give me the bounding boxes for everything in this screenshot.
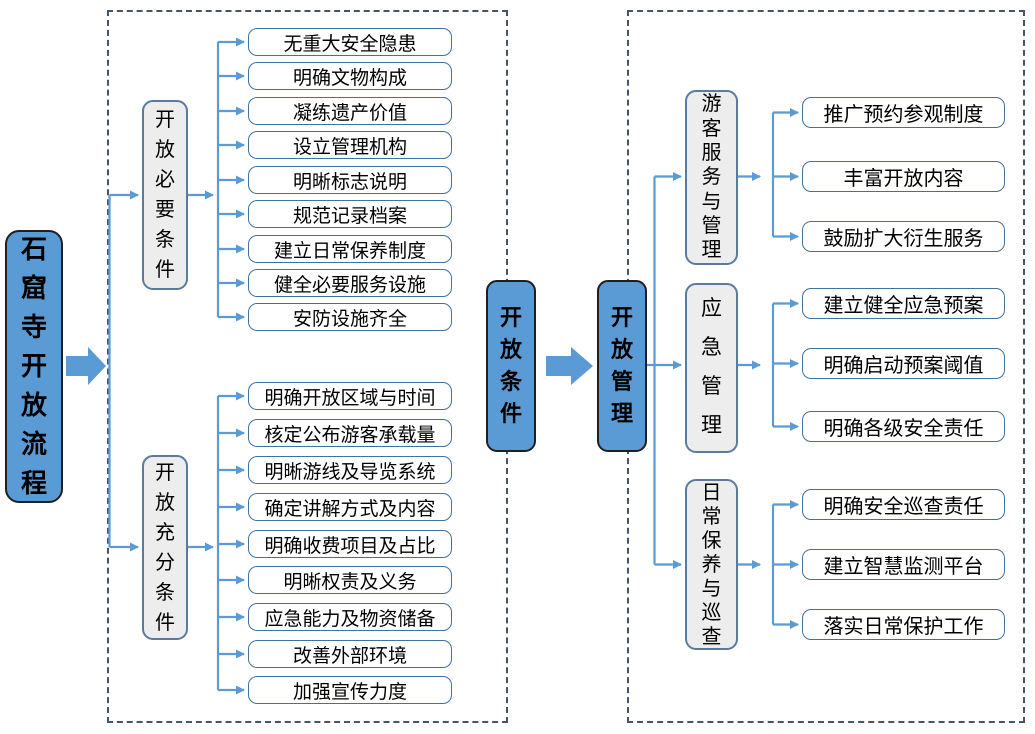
flow-arrow — [66, 347, 106, 385]
flow-item: 健全必要服务设施 — [248, 269, 452, 297]
flow-item: 建立日常保养制度 — [248, 235, 452, 263]
flow-item: 明确启动预案阈值 — [802, 348, 1005, 379]
category-necessary-conditions: 开放必要条件 — [142, 100, 188, 290]
category-label: 日常保养与巡查 — [701, 481, 722, 648]
flow-arrow — [546, 347, 593, 385]
flow-item: 建立健全应急预案 — [802, 288, 1005, 319]
flow-item: 明确文物构成 — [248, 62, 452, 90]
category-label: 游客服务与管理 — [701, 93, 722, 262]
flow-item: 明晰标志说明 — [248, 166, 452, 194]
flow-item: 设立管理机构 — [248, 131, 452, 159]
flow-item: 应急能力及物资储备 — [248, 603, 452, 631]
open-conditions-label: 开放条件 — [499, 305, 522, 426]
category-daily-maintenance: 日常保养与巡查 — [685, 479, 738, 650]
flow-item: 建立智慧监测平台 — [802, 549, 1005, 580]
flow-item: 规范记录档案 — [248, 200, 452, 228]
flow-item: 丰富开放内容 — [802, 161, 1005, 192]
flow-item: 核定公布游客承载量 — [248, 419, 452, 447]
flow-item: 明确安全巡查责任 — [802, 489, 1005, 520]
flow-item: 无重大安全隐患 — [248, 28, 452, 56]
flow-item: 确定讲解方式及内容 — [248, 493, 452, 521]
flow-item: 推广预约参观制度 — [802, 97, 1005, 128]
open-management-node: 开放管理 — [597, 280, 647, 452]
category-visitor-service: 游客服务与管理 — [685, 90, 738, 265]
flow-item: 明确各级安全责任 — [802, 411, 1005, 442]
root-node-label: 石窟寺开放流程 — [20, 234, 47, 498]
category-label: 开放充分条件 — [155, 461, 175, 634]
flow-item: 凝练遗产价值 — [248, 97, 452, 125]
flow-item: 鼓励扩大衍生服务 — [802, 221, 1005, 252]
category-sufficient-conditions: 开放充分条件 — [142, 455, 188, 640]
root-node: 石窟寺开放流程 — [5, 230, 63, 503]
left-panel-connectors — [108, 37, 245, 695]
open-conditions-node: 开放条件 — [486, 280, 536, 452]
right-panel-connectors — [647, 108, 799, 629]
flow-item: 明晰游线及导览系统 — [248, 456, 452, 484]
category-emergency-management: 应急管理 — [685, 283, 738, 453]
flow-item: 落实日常保护工作 — [802, 609, 1005, 640]
open-management-label: 开放管理 — [610, 305, 633, 426]
flow-item: 加强宣传力度 — [248, 676, 452, 704]
flow-item: 改善外部环境 — [248, 640, 452, 668]
flow-item: 安防设施齐全 — [248, 303, 452, 331]
category-label: 开放必要条件 — [155, 109, 175, 281]
category-label: 应急管理 — [700, 297, 722, 437]
flow-item: 明晰权责及义务 — [248, 566, 452, 594]
flow-item: 明确收费项目及占比 — [248, 530, 452, 558]
flow-item: 明确开放区域与时间 — [248, 382, 452, 410]
